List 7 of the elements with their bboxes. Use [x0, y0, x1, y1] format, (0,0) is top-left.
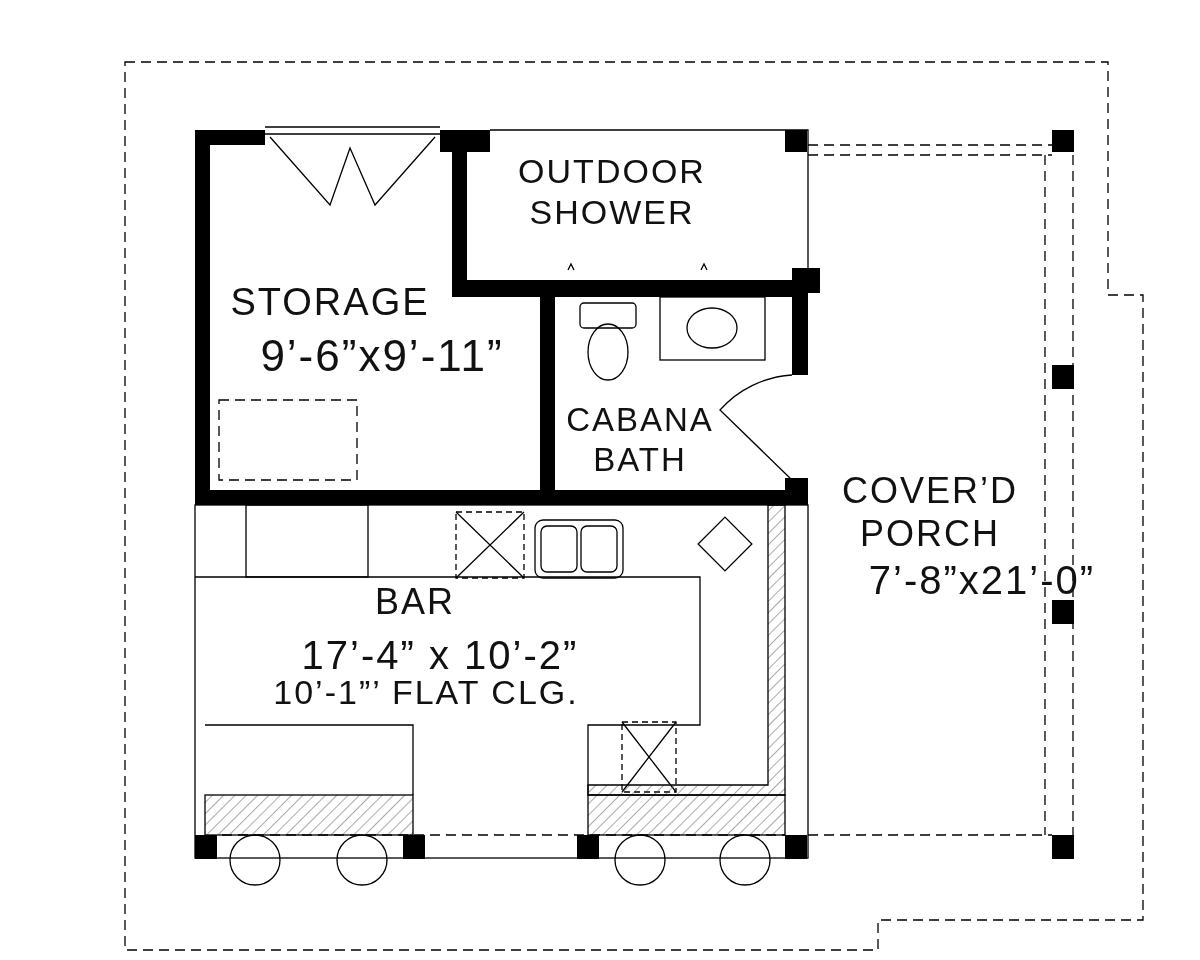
room-label: 7’-8”x21’-0”: [868, 557, 1096, 604]
room-label: CABANA BATH: [565, 400, 715, 480]
room-label: OUTDOOR SHOWER: [517, 151, 707, 233]
room-label: STORAGE: [230, 280, 430, 326]
room-label: BAR: [375, 580, 455, 624]
room-label: 9’-6”x9’-11”: [260, 329, 504, 382]
room-label: COVER’D PORCH: [841, 468, 1019, 556]
